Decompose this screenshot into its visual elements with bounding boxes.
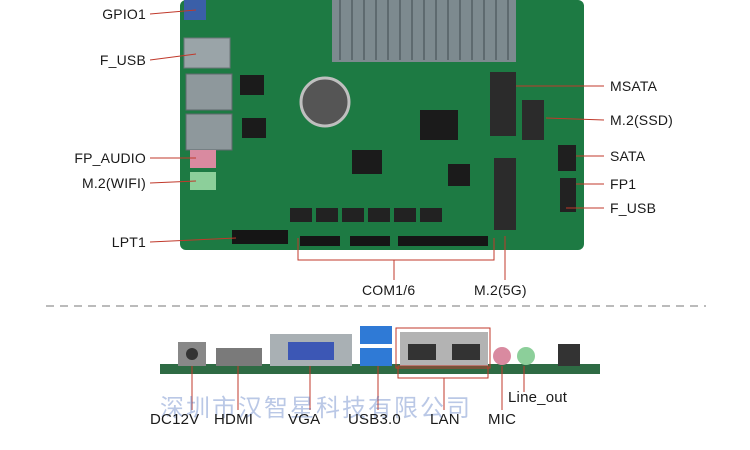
com-header — [350, 236, 390, 246]
ram-chip — [290, 208, 312, 222]
sata-connector — [558, 145, 576, 171]
io-board-edge — [160, 364, 600, 374]
label-msata: MSATA — [610, 78, 658, 94]
usb-port-stack — [183, 37, 231, 69]
m2-ssd-slot — [522, 100, 544, 140]
label-com16: COM1/6 — [362, 282, 416, 298]
chip — [352, 150, 382, 174]
label-usb30: USB3.0 — [348, 411, 401, 428]
label-mic: MIC — [488, 411, 517, 428]
usb3-port — [360, 348, 392, 366]
label-sata: SATA — [610, 148, 646, 164]
label-m2-ssd: M.2(SSD) — [610, 112, 674, 128]
ram-chip — [368, 208, 390, 222]
watermark-text: 深圳市汉智星科技有限公司 — [160, 395, 472, 422]
m2-5g-slot — [494, 158, 516, 230]
lineout-jack — [517, 347, 535, 365]
lan-port-1 — [185, 73, 233, 111]
lan-port-2 — [185, 113, 233, 151]
ram-chip — [342, 208, 364, 222]
label-line-out: Line_out — [508, 389, 568, 406]
label-dc12v: DC12V — [150, 411, 200, 428]
audio-jack-green — [190, 172, 216, 190]
fp1-header — [560, 178, 576, 212]
chip — [448, 164, 470, 186]
label-m2-5g: M.2(5G) — [474, 282, 527, 298]
label-fp1: FP1 — [610, 176, 637, 192]
msata-slot — [490, 72, 516, 136]
cmos-battery — [299, 76, 351, 128]
ram-chip — [394, 208, 416, 222]
usb3-port — [360, 326, 392, 344]
audio-jack-pink — [190, 150, 216, 168]
chip — [420, 110, 458, 140]
label-hdmi: HDMI — [214, 411, 254, 428]
chip — [242, 118, 266, 138]
ram-chip — [420, 208, 442, 222]
mic-jack — [493, 347, 511, 365]
lpt1-header — [232, 230, 288, 244]
hdmi-port — [216, 348, 262, 366]
label-m2-wifi: M.2(WIFI) — [81, 175, 146, 191]
connector-misc — [558, 344, 580, 366]
com-header — [300, 236, 340, 246]
chip — [240, 75, 264, 95]
label-vga: VGA — [288, 411, 321, 428]
ram-chip — [316, 208, 338, 222]
label-f-usb-left: F_USB — [99, 52, 146, 68]
label-f-usb-right: F_USB — [610, 200, 657, 216]
label-lpt1: LPT1 — [111, 234, 146, 250]
label-gpio1: GPIO1 — [102, 6, 146, 22]
label-lan: LAN — [430, 411, 460, 428]
label-fp-audio: FP_AUDIO — [74, 150, 146, 166]
com-header — [398, 236, 488, 246]
